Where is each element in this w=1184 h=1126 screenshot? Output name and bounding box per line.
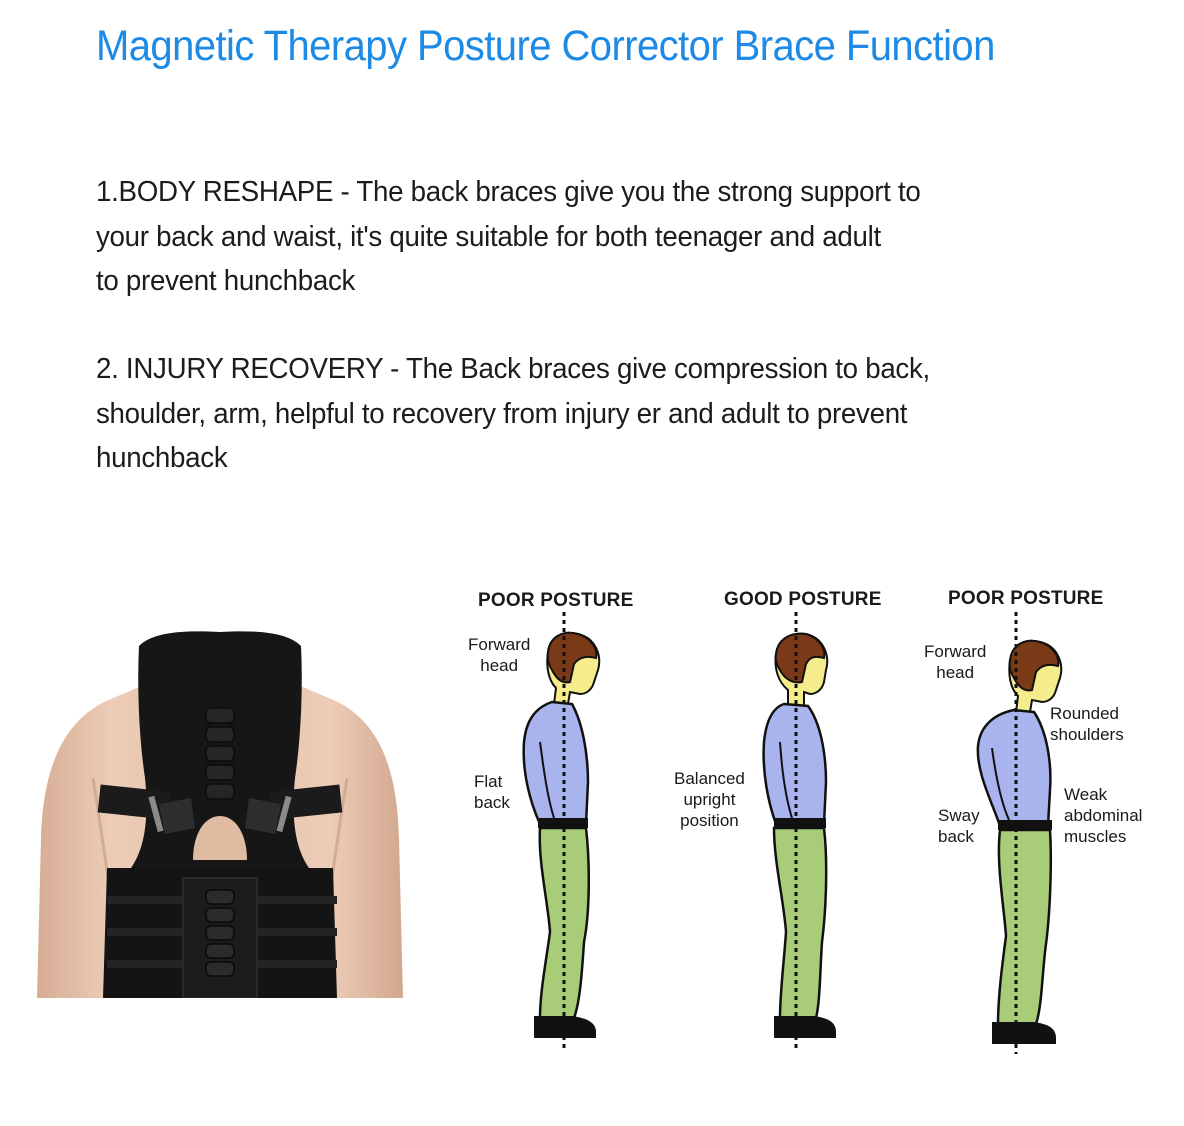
heading-poor-posture-2: POOR POSTURE: [948, 588, 1104, 609]
label-forward-head-1: Forward head: [468, 635, 531, 675]
feature-injury-recovery: 2. INJURY RECOVERY - The Back braces giv…: [96, 347, 1136, 481]
feature-body-reshape: 1.BODY RESHAPE - The back braces give yo…: [96, 170, 1136, 304]
paragraph-line: 2. INJURY RECOVERY - The Back braces giv…: [96, 353, 930, 385]
label-weak-abdominal: Weak abdominal muscles: [1064, 785, 1143, 846]
paragraph-line: your back and waist, it's quite suitable…: [96, 220, 881, 253]
label-forward-head-2: Forward head: [924, 642, 987, 682]
figure-good-posture: [762, 612, 836, 1048]
figure-poor-posture-1: [522, 612, 601, 1048]
label-sway-back: Sway back: [938, 806, 980, 846]
label-balanced-upright: Balanced upright position: [674, 769, 745, 830]
heading-good-posture: GOOD POSTURE: [724, 589, 882, 610]
page-title: Magnetic Therapy Posture Corrector Brace…: [96, 22, 995, 70]
label-flat-back: Flat back: [474, 772, 510, 812]
posture-brace-illustration: [37, 631, 403, 999]
paragraph-line: hunchback: [96, 442, 228, 474]
paragraph-line: to prevent hunchback: [96, 265, 356, 297]
heading-poor-posture-1: POOR POSTURE: [478, 590, 634, 611]
brace-product-photo: [33, 628, 407, 999]
label-rounded-shoulders: Rounded shoulders: [1050, 704, 1124, 744]
figure-poor-posture-2: [976, 612, 1063, 1054]
paragraph-line: 1.BODY RESHAPE - The back braces give yo…: [96, 176, 921, 208]
paragraph-line: shoulder, arm, helpful to recovery from …: [96, 397, 908, 430]
